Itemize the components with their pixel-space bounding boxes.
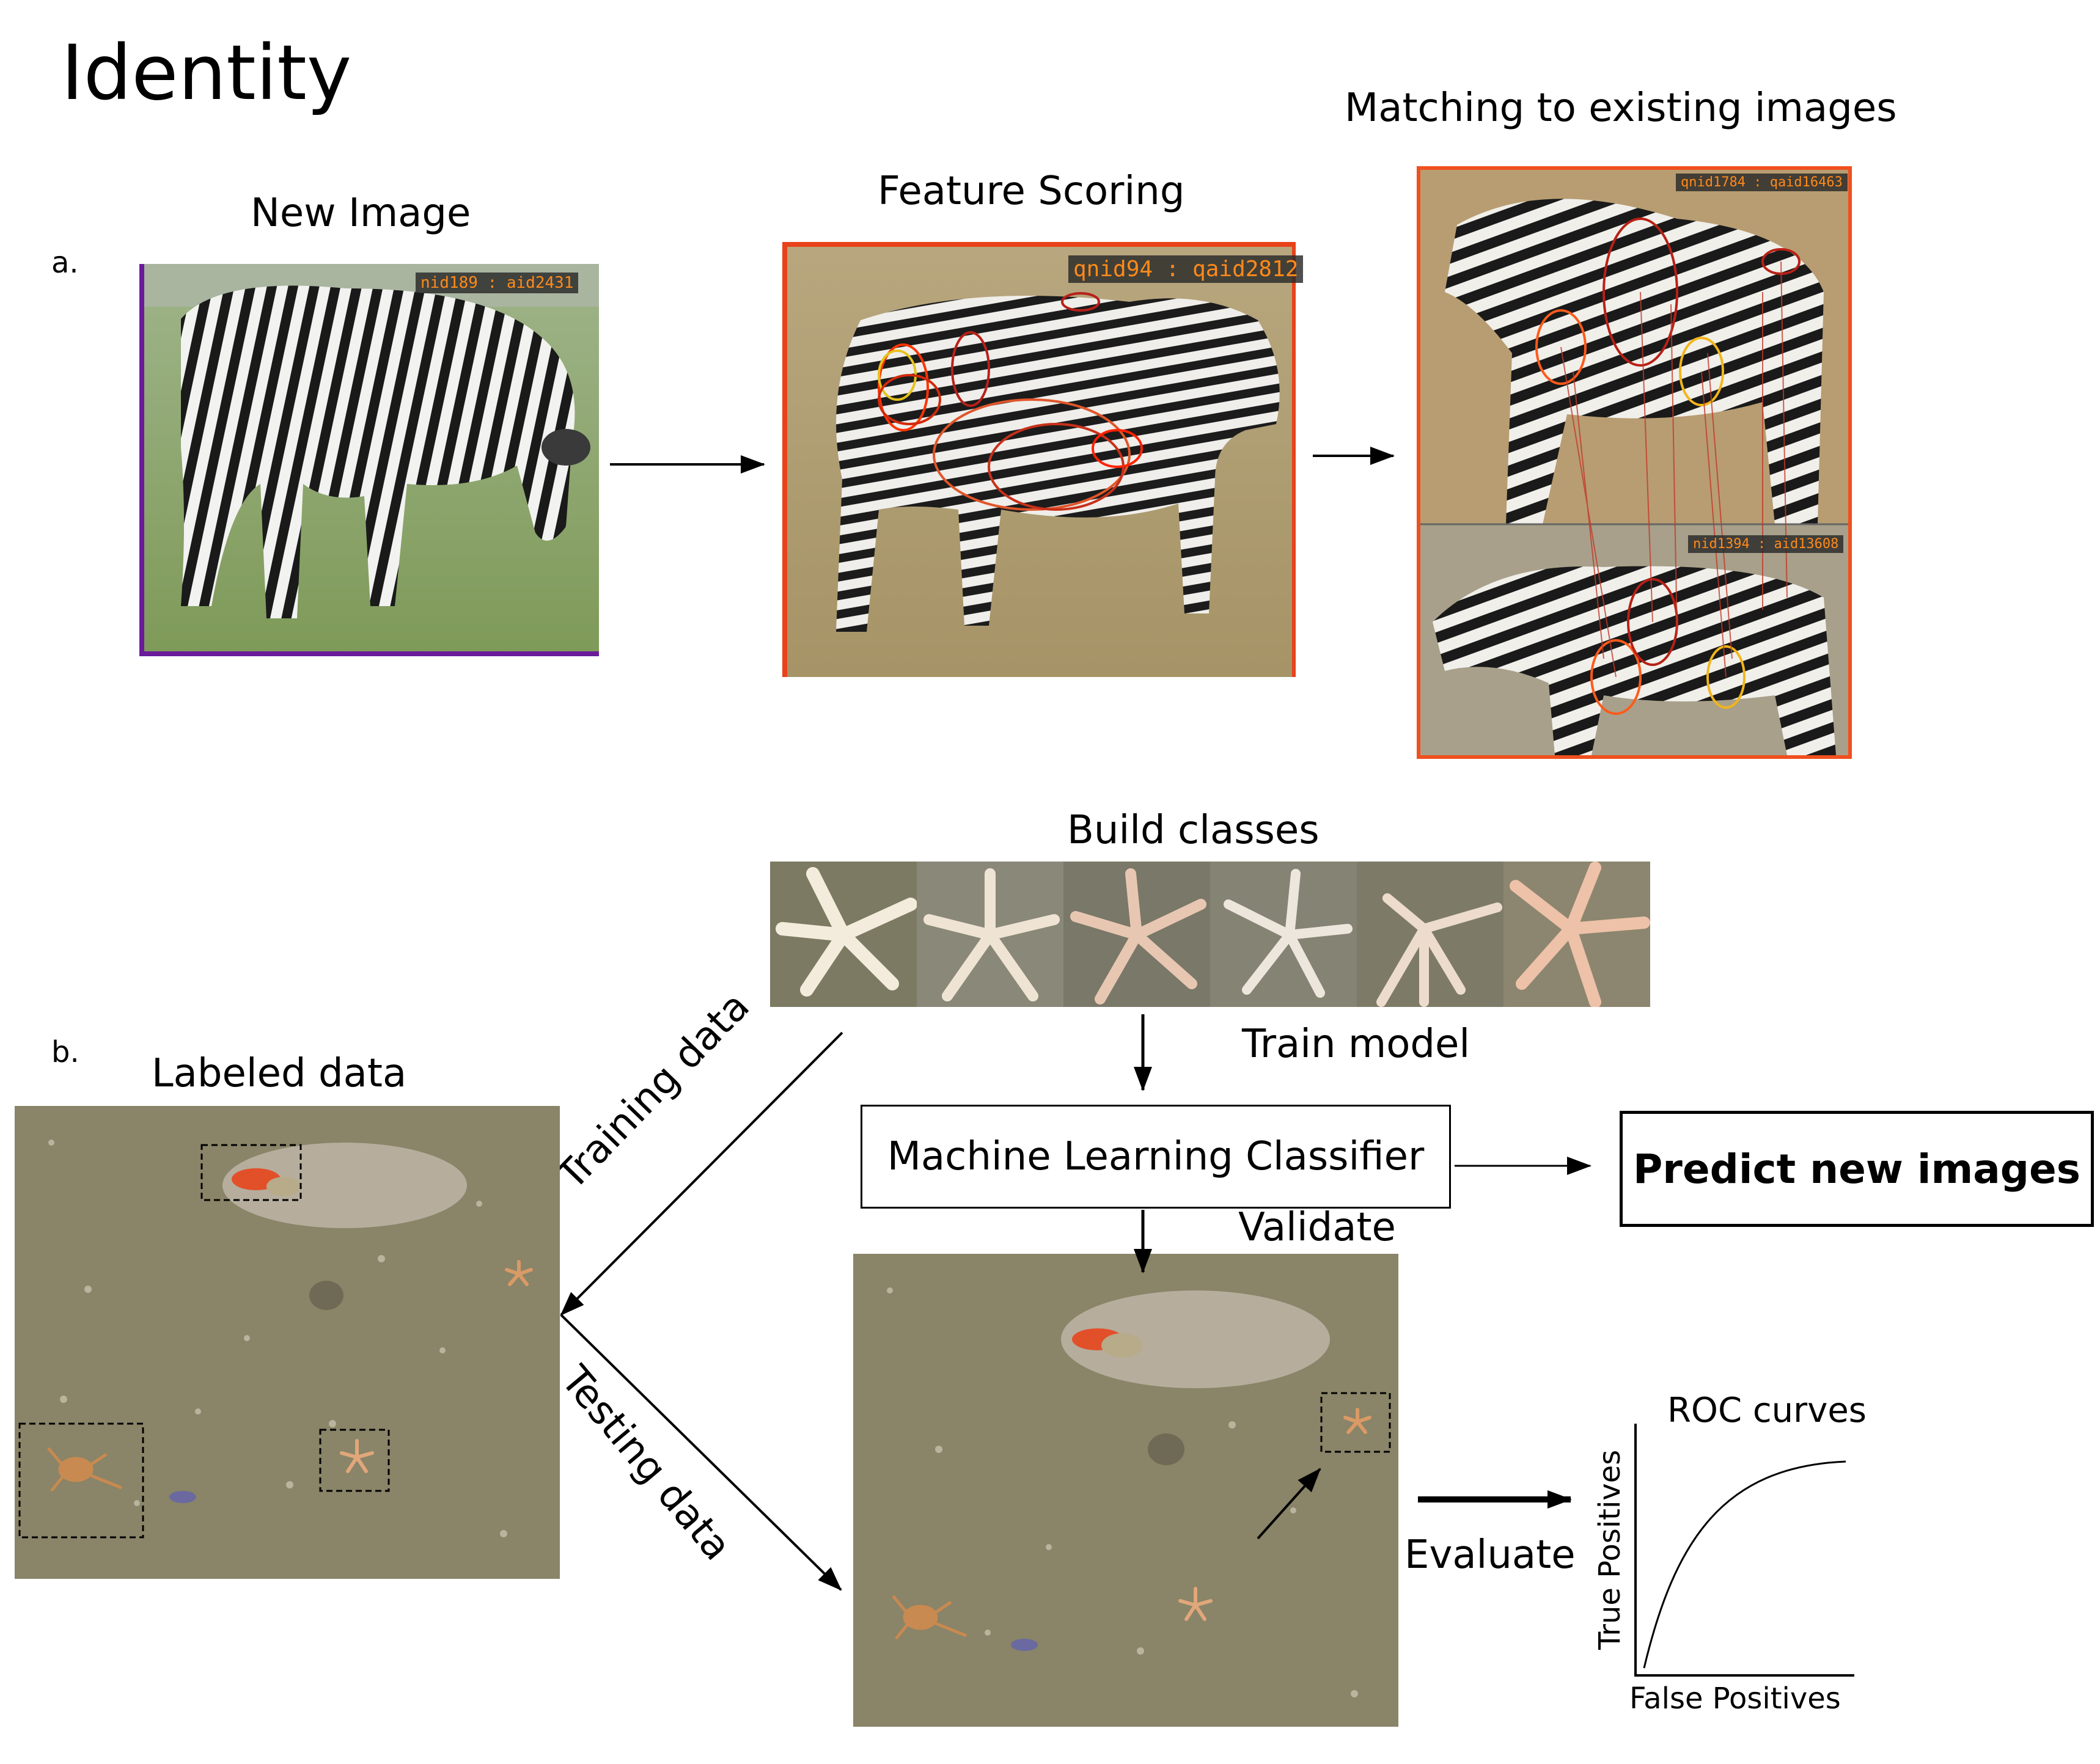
labeled-data-photo [15,1106,560,1579]
validate-label: Validate [1238,1205,1396,1250]
classifier-box: Machine Learning Classifier [861,1105,1451,1209]
matching-top-id-tag: qnid1784 : qaid16463 [1676,174,1848,191]
arrow-training-data [560,1031,843,1316]
predict-box: Predict new images [1620,1111,2094,1227]
labeled-data-title: Labeled data [152,1051,407,1096]
matching-photo [1417,166,1852,759]
evaluate-label: Evaluate [1404,1532,1576,1578]
build-classes-title: Build classes [1067,808,1320,853]
starfish-icon [1070,868,1206,1005]
figure-title: Identity [61,29,352,117]
starfish-icon [1510,862,1650,1007]
matching-title: Matching to existing images [1345,86,1897,131]
starfish-icon [1376,893,1502,1007]
zebra-standing-image [787,247,1292,677]
new-image-photo [139,264,599,656]
zebra-match-image-pair [1420,170,1848,755]
class-thumbnail [1063,862,1210,1007]
starfish-icon [1224,869,1353,998]
seabed-image [15,1106,560,1579]
class-thumbnail [1503,862,1650,1007]
class-thumbnail [770,862,917,1007]
matching-bottom-id-tag: nid1394 : aid13608 [1688,535,1844,553]
train-model-label: Train model [1242,1022,1470,1067]
panel-b-letter: b. [51,1035,79,1069]
arrow-detection-pointer [1257,1468,1321,1540]
roc-axes [1634,1424,1854,1677]
new-image-title: New Image [251,191,471,236]
starfish-icon [776,867,917,997]
feature-scoring-title: Feature Scoring [878,169,1185,214]
roc-curve [1643,1460,1846,1669]
class-thumbnail [1357,862,1503,1007]
feature-scoring-id-tag: qnid94 : qaid2812 [1068,255,1304,283]
roc-xlabel: False Positives [1629,1682,1841,1716]
new-image-id-tag: nid189 : aid2431 [416,273,579,293]
feature-scoring-photo [782,242,1296,677]
panel-a-letter: a. [51,246,79,280]
arrow-testing-data [560,1314,842,1591]
class-thumbnail [1210,862,1357,1007]
roc-title: ROC curves [1667,1391,1867,1430]
class-thumbnail [917,862,1063,1007]
zebra-grazing-image [144,264,599,651]
starfish-icon [923,868,1060,1001]
